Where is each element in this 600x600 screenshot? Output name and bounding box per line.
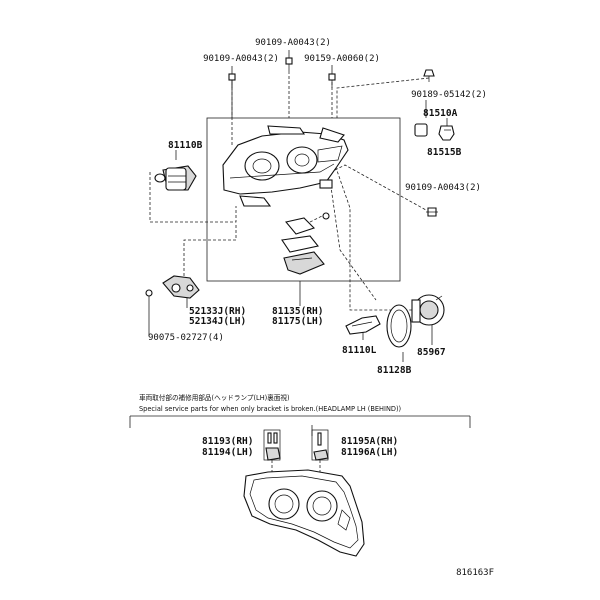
headlamp-rear-view-icon [243, 469, 365, 557]
high-beam-bulb-icon [154, 165, 197, 191]
socket-small-icon [438, 125, 455, 141]
label-screw-d: 90189-05142(2) [411, 90, 487, 100]
label-screw-a: 90109-A0043(2) [255, 38, 331, 48]
label-lamp-rh: 81135(RH) [272, 306, 323, 317]
label-socket-small: 81515B [427, 147, 462, 158]
service-note-japanese: 車両取付部の補修用部品(ヘッドランプ(LH)裏面視) [139, 393, 290, 402]
screw-c-icon [328, 73, 336, 88]
label-service-left-lh: 81194(LH) [202, 447, 253, 458]
ballast-icon [411, 294, 445, 326]
bracket-icon [162, 275, 200, 299]
clip-icon [145, 289, 153, 297]
cap-icon [414, 123, 428, 137]
screw-e-icon [426, 207, 438, 217]
label-cap: 81510A [423, 108, 458, 119]
assembly-frame [206, 117, 401, 282]
headlamp-housing-icon [222, 125, 349, 220]
label-bracket-rh: 52133J(RH) [189, 306, 246, 317]
gasket-ring-icon [386, 304, 412, 348]
label-screw-e: 90109-A0043(2) [405, 183, 481, 193]
label-service-right-lh: 81196A(LH) [341, 447, 398, 458]
service-note-english: Special service parts for when only brac… [139, 405, 401, 413]
adjuster-plate-icon [281, 217, 325, 275]
label-lamp-lh: 81175(LH) [272, 316, 323, 327]
service-section-frame [129, 415, 471, 428]
screw-b-icon [228, 73, 236, 88]
label-service-right-rh: 81195A(RH) [341, 436, 398, 447]
label-screw-b: 90109-A0043(2) [203, 54, 279, 64]
screw-a-icon [285, 57, 293, 74]
label-screw-c: 90159-A0060(2) [304, 54, 380, 64]
label-bracket-lh: 52134J(LH) [189, 316, 246, 327]
diagram-code: 816163F [456, 568, 494, 578]
screw-d-icon [423, 69, 435, 82]
dashed-leader-lines [149, 76, 430, 311]
label-service-left-rh: 81193(RH) [202, 436, 253, 447]
label-ballast: 85967 [417, 347, 446, 358]
label-bulb-low: 81110L [342, 345, 377, 356]
label-clip: 90075-02727(4) [148, 333, 224, 343]
service-bracket-right-icon [311, 429, 329, 461]
label-bulb-high: 81110B [168, 140, 203, 151]
label-gasket: 81128B [377, 365, 412, 376]
service-bracket-left-icon [263, 429, 281, 461]
low-beam-bulb-icon [345, 315, 381, 335]
